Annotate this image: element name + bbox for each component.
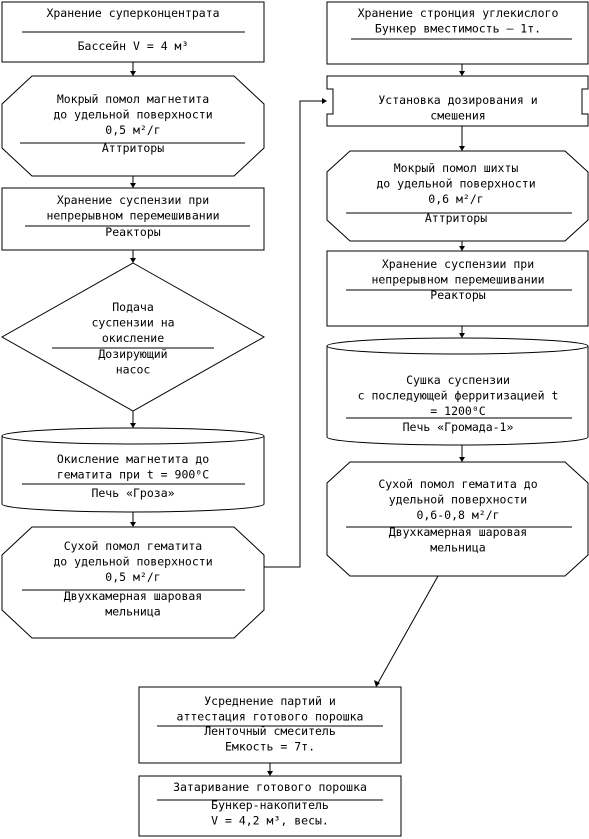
- n12-equipment-line: Двухкамерная шаровая: [389, 525, 527, 539]
- n8-title-line: Установка дозирования и: [378, 93, 537, 107]
- n12-title-line: удельной поверхности: [389, 493, 527, 507]
- n4-title-line: суспензии на: [91, 316, 174, 330]
- n4-title-line: окисление: [102, 331, 164, 345]
- node-dosing-mixing: [326, 75, 589, 127]
- n13-title-line: аттестация готового порошка: [177, 710, 364, 724]
- n11-title-line: Сушка суспензии: [406, 373, 510, 387]
- n13-equipment-line: Ленточный смеситель: [204, 724, 336, 738]
- n2-title-line: до удельной поверхности: [53, 108, 212, 122]
- n13-equipment-line: Емкость = 7т.: [225, 740, 315, 754]
- n9-title-line: 0,6 м²/г: [428, 192, 483, 206]
- node-oxidation-cylinder: [1, 427, 265, 513]
- n1-equipment-line: Бассейн V = 4 м³: [78, 39, 189, 53]
- node-dry-grinding-hematite-right: [326, 461, 589, 577]
- n1-title-line: Хранение суперконцентрата: [46, 6, 219, 20]
- n8-title-line: смешения: [430, 109, 485, 123]
- n7-title-line: Хранение стронция углекислого: [358, 6, 559, 20]
- n10-equipment-line: Реакторы: [430, 288, 485, 302]
- n12-equipment-line: мельница: [430, 541, 485, 555]
- n9-equipment-line: Аттриторы: [425, 211, 487, 225]
- divider-lines: [20, 31, 572, 801]
- node-dry-grinding-hematite-left: [1, 526, 265, 639]
- n9-title-line: до удельной поверхности: [376, 177, 535, 191]
- n11-title-line: = 1200⁰С: [430, 404, 485, 418]
- n5-equipment-line: Печь «Гроза»: [91, 486, 174, 500]
- n2-equipment-line: Аттриторы: [102, 141, 164, 155]
- node-strontium-carbonate-storage: [326, 1, 589, 65]
- n6-title-line: Сухой помол гематита: [64, 539, 202, 553]
- n5-title-line: Окисление магнетита до: [57, 452, 209, 466]
- n11-title-line: с последующей ферритизацией t: [358, 389, 559, 403]
- n9-title-line: Мокрый помол шихты: [394, 161, 519, 175]
- n12-title-line: 0,6-0,8 м²/г: [416, 508, 499, 522]
- n7-title-line: Бункер вместимость – 1т.: [375, 22, 541, 36]
- n3-title-line: непрерывном перемешивании: [46, 209, 219, 223]
- n2-title-line: Мокрый помол магнетита: [57, 92, 209, 106]
- n14-equipment-line: V = 4,2 м³, весы.: [211, 814, 329, 828]
- n10-title-line: непрерывном перемешивании: [371, 273, 544, 287]
- n6-title-line: до удельной поверхности: [53, 555, 212, 569]
- n14-equipment-line: Бункер-накопитель: [211, 798, 329, 812]
- n14-title-line: Затаривание готового порошка: [173, 780, 367, 794]
- n11-equipment-line: Печь «Громада-1»: [403, 420, 514, 434]
- n12-title-line: Сухой помол гематита до: [378, 477, 537, 491]
- node-averaging-certification: [138, 686, 402, 764]
- n4-title-line: Подача: [112, 300, 154, 314]
- n6-equipment-line: Двухкамерная шаровая: [64, 589, 202, 603]
- n3-equipment-line: Реакторы: [105, 225, 160, 239]
- n4-equipment-line: Дозирующий: [98, 347, 167, 361]
- node-wet-grinding-magnetite: [1, 75, 265, 177]
- n10-title-line: Хранение суспензии при: [382, 257, 534, 271]
- n3-title-line: Хранение суспензии при: [57, 193, 209, 207]
- connectors: [130, 62, 465, 776]
- n5-title-line: гематита при t = 900⁰С: [57, 468, 209, 482]
- node-wet-grinding-charge: [326, 150, 589, 242]
- node-suspension-storage-right: [326, 250, 589, 327]
- n4-equipment-line: насос: [116, 363, 151, 377]
- n13-title-line: Усреднение партий и: [204, 694, 336, 708]
- n2-title-line: 0,5 м²/г: [105, 123, 160, 137]
- n6-equipment-line: мельница: [105, 605, 160, 619]
- n6-title-line: 0,5 м²/г: [105, 570, 160, 584]
